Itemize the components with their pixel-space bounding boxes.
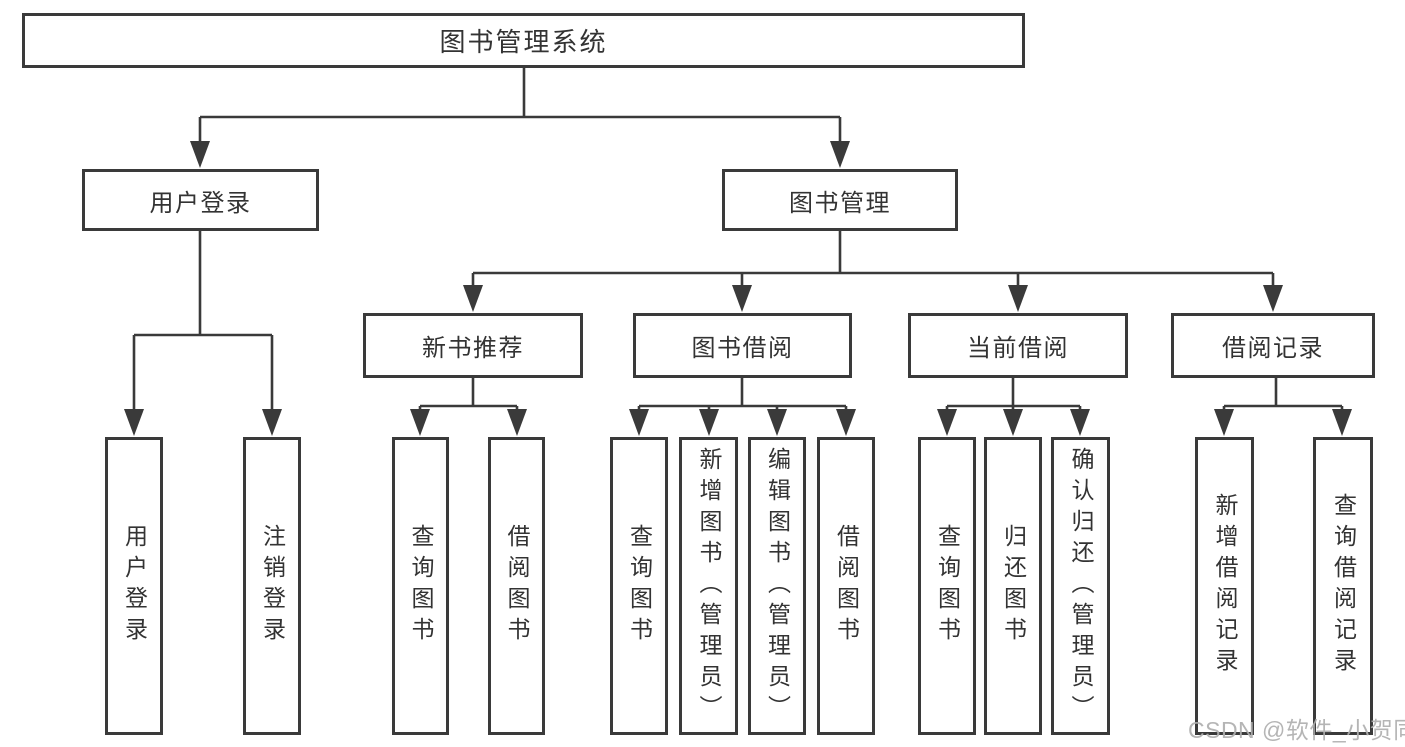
node-user-login-label: 用户登录	[149, 189, 252, 217]
leaf-borrow-books-recommend-label: 借阅图书	[504, 524, 530, 648]
arrowhead-icon	[124, 409, 144, 436]
arrowhead-icon	[190, 141, 210, 168]
arrowhead-icon	[1003, 409, 1023, 436]
leaf-search-books-borrow-label: 查询图书	[626, 524, 653, 648]
watermark-text: CSDN @软件_小贺同学	[1188, 717, 1405, 743]
connector-borrowing-records-to-leaves	[1214, 378, 1352, 436]
leaf-logout-action: 注销登录	[243, 437, 301, 735]
arrowhead-icon	[507, 409, 527, 436]
connector-book-management-to-level3	[463, 231, 1283, 312]
leaf-edit-books-admin-label: 编辑图书（管理员）	[764, 446, 791, 726]
leaf-edit-books-admin: 编辑图书（管理员）	[748, 437, 806, 735]
node-book-borrowing: 图书借阅	[633, 313, 852, 378]
node-book-management-label: 图书管理	[789, 189, 891, 217]
arrowhead-icon	[410, 409, 430, 436]
leaf-user-login-action: 用户登录	[105, 437, 163, 735]
leaf-return-books-label: 归还图书	[1000, 524, 1027, 648]
leaf-search-borrow-record: 查询借阅记录	[1313, 437, 1373, 735]
leaf-borrow-books-label: 借阅图书	[833, 524, 860, 648]
connector-current-borrowing-to-leaves	[937, 378, 1090, 436]
leaf-search-books-current: 查询图书	[918, 437, 976, 735]
node-current-borrowing: 当前借阅	[908, 313, 1128, 378]
connector-new-book-recommend-to-leaves	[410, 378, 527, 436]
arrowhead-icon	[836, 409, 856, 436]
node-root: 图书管理系统	[22, 13, 1025, 68]
arrowhead-icon	[1332, 409, 1352, 436]
node-root-label: 图书管理系统	[439, 27, 608, 57]
leaf-return-books: 归还图书	[984, 437, 1042, 735]
leaf-add-books-admin: 新增图书（管理员）	[679, 437, 738, 735]
arrowhead-icon	[937, 409, 957, 436]
leaf-search-books-borrow: 查询图书	[610, 437, 668, 735]
leaf-search-books-recommend: 查询图书	[392, 437, 449, 735]
leaf-borrow-books-recommend: 借阅图书	[488, 437, 545, 735]
leaf-search-books-recommend-label: 查询图书	[408, 524, 434, 648]
leaf-add-borrow-record-label: 新增借阅记录	[1212, 493, 1238, 679]
arrowhead-icon	[830, 141, 850, 168]
node-current-borrowing-label: 当前借阅	[967, 335, 1069, 362]
arrowhead-icon	[1008, 285, 1028, 312]
arrowhead-icon	[463, 285, 483, 312]
leaf-add-borrow-record: 新增借阅记录	[1195, 437, 1254, 735]
arrowhead-icon	[767, 409, 787, 436]
arrowhead-icon	[699, 409, 719, 436]
arrowhead-icon	[629, 409, 649, 436]
arrowhead-icon	[1263, 285, 1283, 312]
arrowhead-icon	[732, 285, 752, 312]
arrowhead-icon	[1070, 409, 1090, 436]
arrowhead-icon	[1214, 409, 1234, 436]
connector-root-to-level2	[190, 68, 850, 168]
node-user-login: 用户登录	[82, 169, 319, 231]
leaf-logout-action-label: 注销登录	[259, 524, 286, 648]
node-new-book-recommend-label: 新书推荐	[422, 335, 524, 362]
leaf-search-borrow-record-label: 查询借阅记录	[1330, 493, 1357, 679]
leaf-confirm-return-admin-label: 确认归还（管理员）	[1068, 446, 1094, 726]
node-borrowing-records-label: 借阅记录	[1222, 335, 1324, 362]
leaf-search-books-current-label: 查询图书	[934, 524, 961, 648]
arrowhead-icon	[262, 409, 282, 436]
leaf-user-login-action-label: 用户登录	[121, 524, 148, 648]
node-book-borrowing-label: 图书借阅	[691, 335, 794, 362]
leaf-add-books-admin-label: 新增图书（管理员）	[696, 446, 722, 726]
node-new-book-recommend: 新书推荐	[363, 313, 583, 378]
node-book-management: 图书管理	[722, 169, 958, 231]
leaf-borrow-books: 借阅图书	[817, 437, 875, 735]
connector-book-borrowing-to-leaves	[629, 378, 856, 436]
connector-user-login-to-leaves	[124, 231, 282, 436]
leaf-confirm-return-admin: 确认归还（管理员）	[1051, 437, 1110, 735]
node-borrowing-records: 借阅记录	[1171, 313, 1375, 378]
